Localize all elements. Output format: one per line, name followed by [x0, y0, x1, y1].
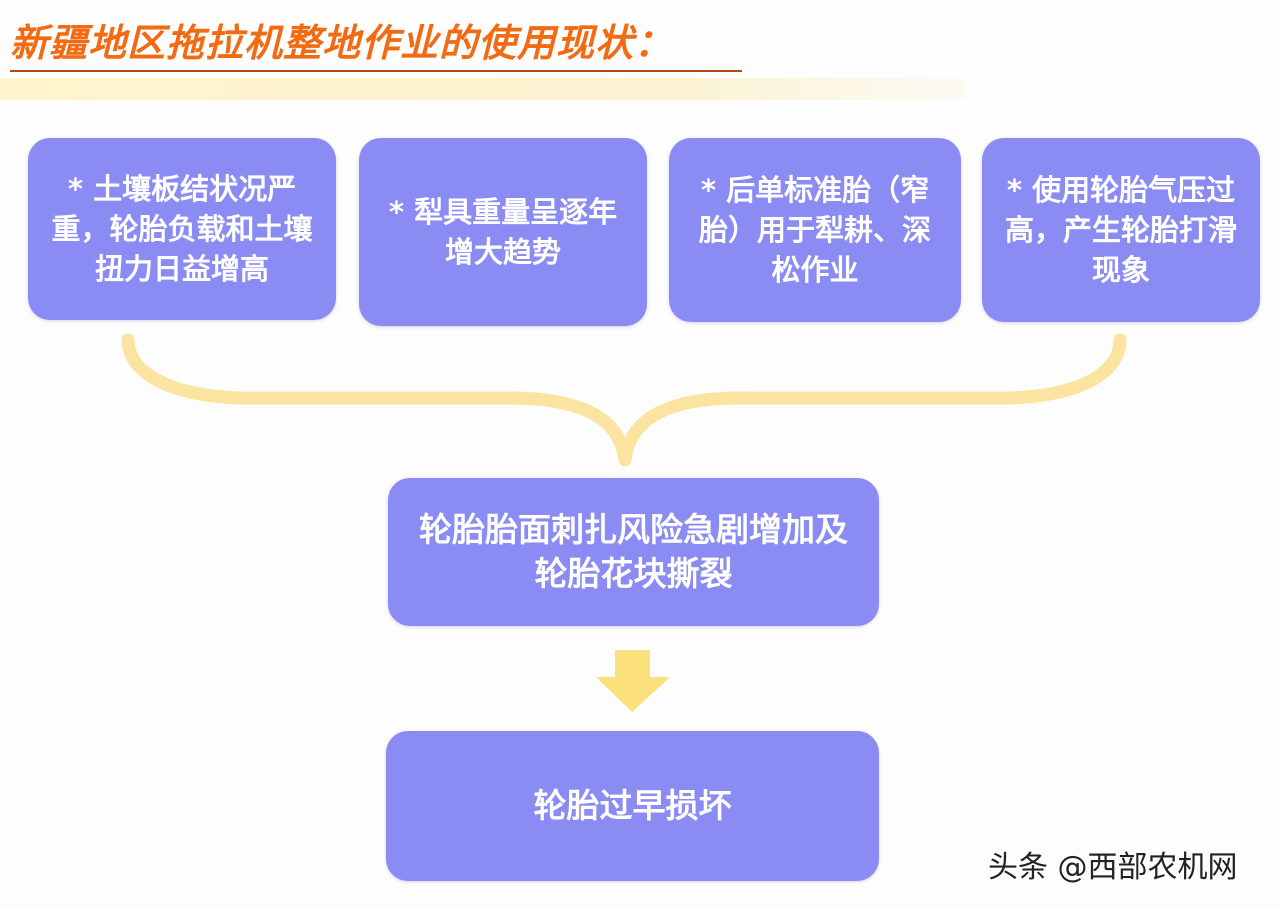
cause-text-3: * 后单标准胎（窄胎）用于犁耕、深松作业 [698, 173, 931, 287]
result-text: 轮胎过早损坏 [533, 786, 732, 825]
cause-text-4: * 使用轮胎气压过高，产生轮胎打滑现象 [1004, 173, 1237, 287]
title-highlight-bar [0, 78, 965, 100]
cause-box-1: * 土壤板结状况严重，轮胎负载和土壤扭力日益增高 [28, 138, 336, 320]
cause-box-2: * 犁具重量呈逐年增大趋势 [359, 138, 647, 326]
effect-text: 轮胎胎面刺扎风险急剧增加及轮胎花块撕裂 [419, 510, 848, 593]
effect-box: 轮胎胎面刺扎风险急剧增加及轮胎花块撕裂 [388, 478, 879, 626]
title-underline [10, 70, 742, 72]
down-arrow-icon [596, 650, 670, 712]
cause-box-3: * 后单标准胎（窄胎）用于犁耕、深松作业 [669, 138, 961, 322]
cause-text-1: * 土壤板结状况严重，轮胎负载和土壤扭力日益增高 [51, 172, 313, 286]
cause-text-2: * 犁具重量呈逐年增大趋势 [388, 195, 618, 269]
page-title: 新疆地区拖拉机整地作业的使用现状： [10, 21, 674, 65]
cause-box-4: * 使用轮胎气压过高，产生轮胎打滑现象 [982, 138, 1260, 322]
watermark: 头条 @西部农机网 [988, 850, 1238, 885]
merge-brace-connector [121, 333, 1127, 467]
result-box: 轮胎过早损坏 [386, 731, 879, 881]
